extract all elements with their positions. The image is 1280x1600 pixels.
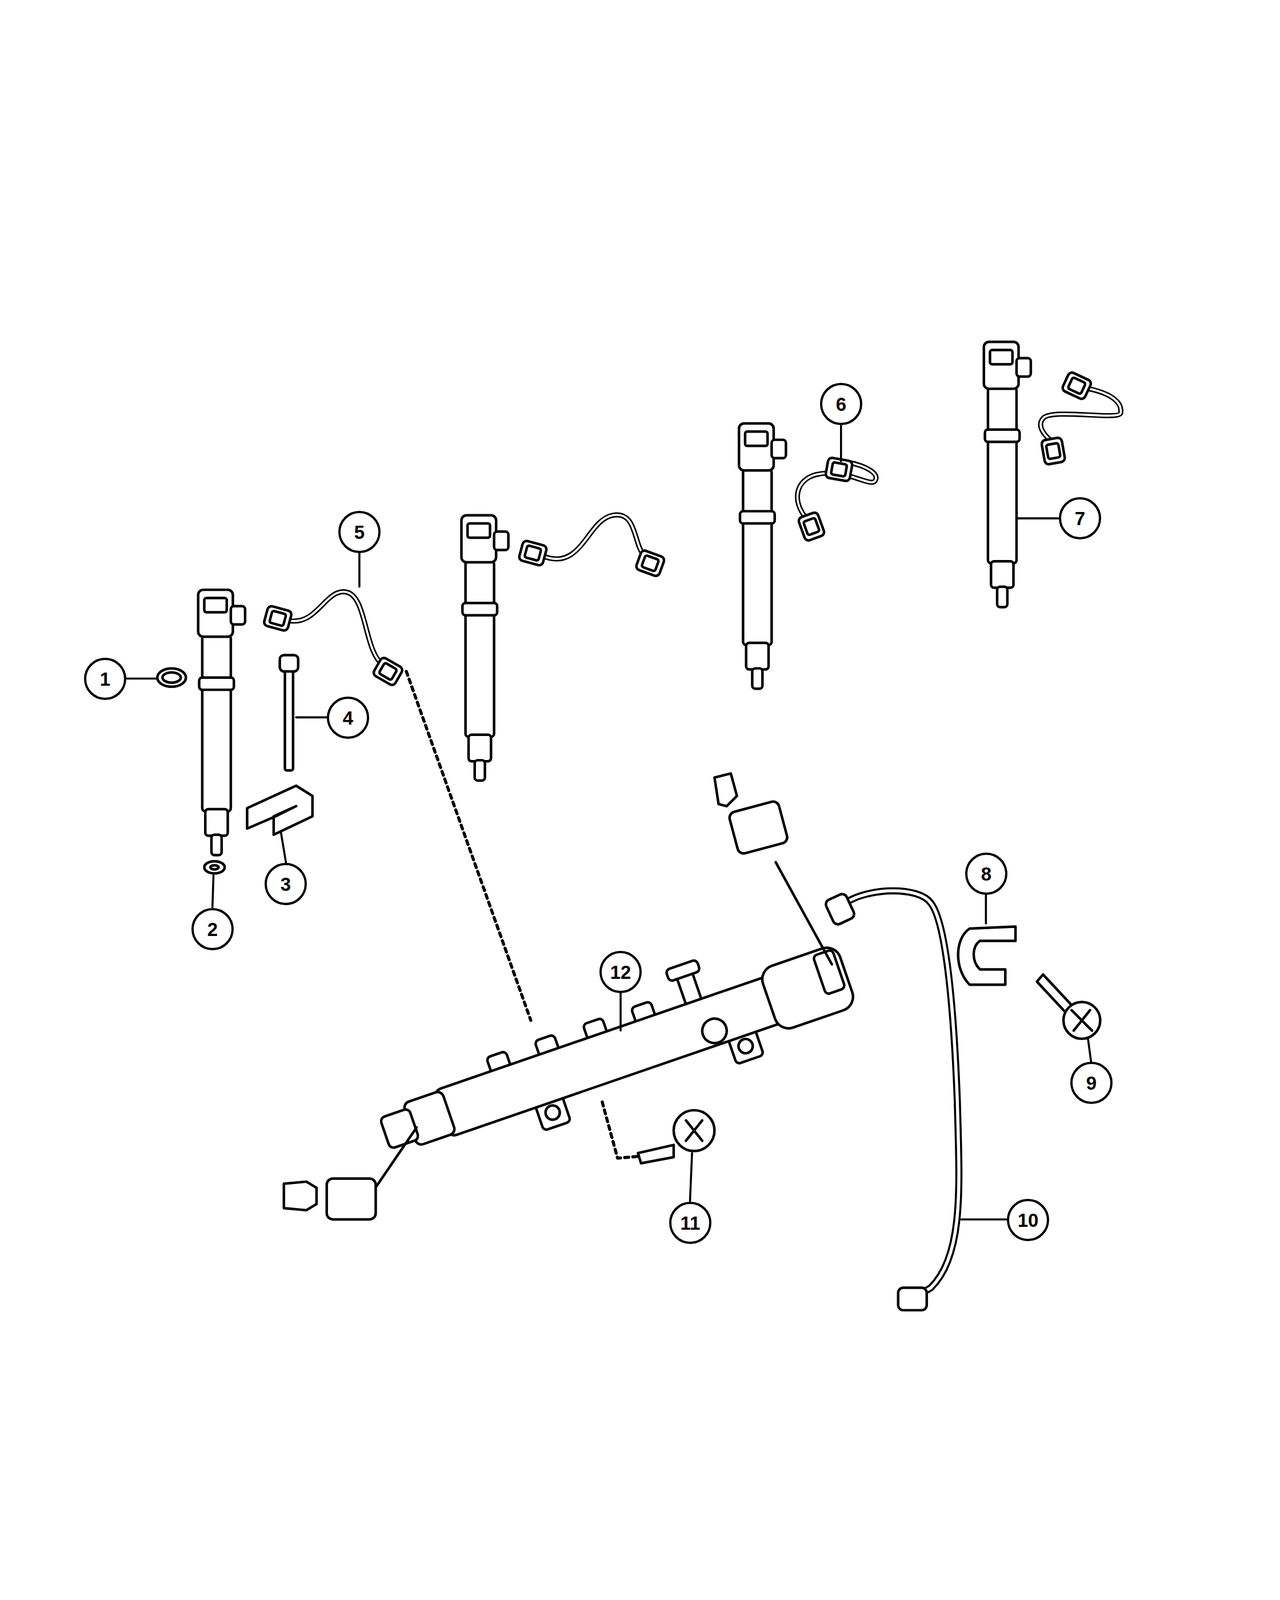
callout-number: 2 — [190, 907, 235, 951]
callout-text: 9 — [1086, 1073, 1097, 1093]
callout-number: 3 — [264, 862, 308, 906]
callout-number: 10 — [1006, 1198, 1050, 1242]
callout-text: 6 — [836, 394, 847, 414]
callout-number: 12 — [598, 950, 643, 994]
callout-number: 7 — [1058, 496, 1102, 540]
callout-text: 4 — [342, 708, 354, 728]
callout-text: 10 — [1017, 1210, 1039, 1230]
callout-number: 8 — [964, 852, 1008, 896]
callout-text: 12 — [610, 962, 632, 982]
callout-number: 6 — [819, 382, 863, 426]
callout-text: 7 — [1074, 509, 1086, 528]
callout-text: 2 — [207, 920, 218, 939]
callout-text: 5 — [354, 522, 365, 542]
callout-text: 1 — [100, 669, 111, 689]
callout-number: 11 — [668, 1201, 712, 1245]
callout-text: 8 — [981, 864, 992, 884]
callout-number: 1 — [83, 657, 127, 701]
callout-number: 4 — [326, 696, 370, 740]
callout-text: 11 — [680, 1213, 701, 1233]
callout-text: 3 — [280, 874, 291, 894]
callout-number: 5 — [337, 510, 382, 554]
callout-number: 9 — [1069, 1061, 1114, 1105]
